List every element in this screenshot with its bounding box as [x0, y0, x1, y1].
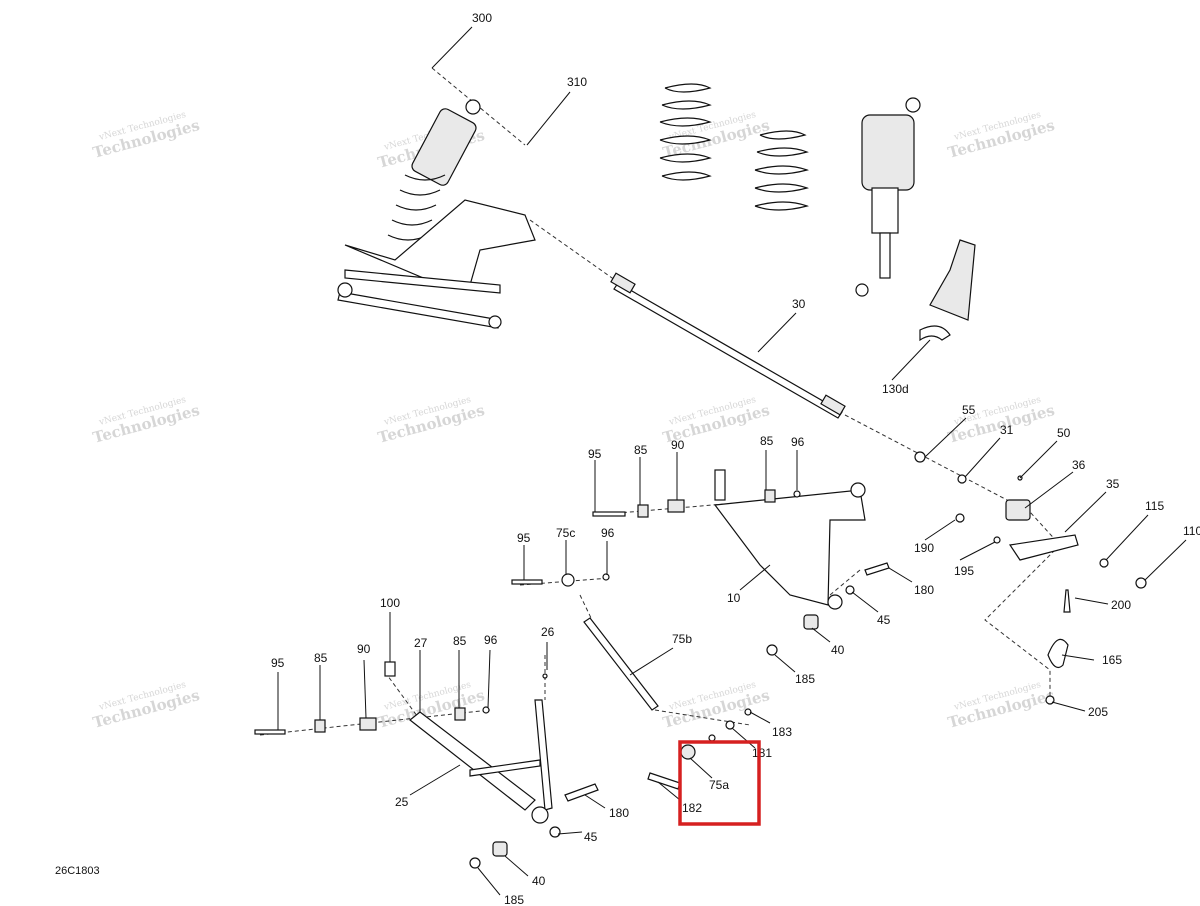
shock-absorber-right [855, 97, 921, 297]
springs [659, 83, 809, 211]
callout-40: 40 [532, 874, 546, 888]
watermark-group: vNext Technologies Technologies vNext Te… [91, 110, 1057, 732]
shock-assembly-left [387, 99, 481, 241]
callout-55: 55 [962, 403, 976, 417]
callout-182: 182 [682, 801, 702, 815]
watermark: vNext Technologies Technologies [661, 680, 772, 732]
callout-85: 85 [760, 434, 774, 448]
watermark: vNext Technologies Technologies [91, 395, 202, 447]
callout-180: 180 [914, 583, 934, 597]
callout-185: 185 [504, 893, 524, 906]
callout-50: 50 [1057, 426, 1071, 440]
callout-183: 183 [772, 725, 792, 739]
callout-75b: 75b [672, 632, 692, 646]
callout-96: 96 [601, 526, 615, 540]
callout-205: 205 [1088, 705, 1108, 719]
callout-130d: 130d [882, 382, 909, 396]
callout-300: 300 [472, 11, 492, 25]
callout-10: 10 [727, 591, 741, 605]
highlight-box-part-75a [678, 740, 761, 826]
callout-90: 90 [357, 642, 371, 656]
callout-195: 195 [954, 564, 974, 578]
drawing-code-label: 26C1803 [55, 865, 100, 877]
callout-25: 25 [395, 795, 409, 809]
callout-110: 110 [1183, 524, 1200, 538]
callout-35: 35 [1106, 477, 1120, 491]
callout-85: 85 [453, 634, 467, 648]
callout-96: 96 [791, 435, 805, 449]
callout-85: 85 [314, 651, 328, 665]
callout-90: 90 [671, 438, 685, 452]
callout-95: 95 [588, 447, 602, 461]
callout-85: 85 [634, 443, 648, 457]
shock-bracket [919, 239, 976, 342]
drive-shaft [610, 272, 846, 419]
callout-40: 40 [831, 643, 845, 657]
watermark: vNext Technologies Technologies [946, 680, 1057, 732]
callout-181: 181 [752, 746, 772, 760]
callout-180: 180 [609, 806, 629, 820]
callout-95: 95 [517, 531, 531, 545]
watermark: vNext Technologies Technologies [946, 395, 1057, 447]
callout-45: 45 [877, 613, 891, 627]
leader-lines [277, 26, 1187, 896]
callout-36: 36 [1072, 458, 1086, 472]
lower-a-arm [254, 661, 599, 869]
callout-labels: 300 310 30 130d 55 31 50 36 35 115 110 1… [271, 11, 1200, 906]
callout-45: 45 [584, 830, 598, 844]
callout-26: 26 [541, 625, 555, 639]
watermark: vNext Technologies Technologies [946, 110, 1057, 162]
callout-75c: 75c [556, 526, 575, 540]
small-hardware [914, 451, 1147, 705]
watermark: vNext Technologies Technologies [376, 395, 487, 447]
trailing-arm-left [337, 199, 536, 329]
callout-190: 190 [914, 541, 934, 555]
watermark: vNext Technologies Technologies [91, 110, 202, 162]
callout-100: 100 [380, 596, 400, 610]
callout-310: 310 [567, 75, 587, 89]
callout-185: 185 [795, 672, 815, 686]
callout-115: 115 [1145, 499, 1164, 513]
callout-95: 95 [271, 656, 285, 670]
upper-a-arm [592, 469, 890, 656]
callout-30: 30 [792, 297, 806, 311]
watermark: vNext Technologies Technologies [661, 110, 772, 162]
callout-165: 165 [1102, 653, 1122, 667]
callout-27: 27 [414, 636, 428, 650]
callout-200: 200 [1111, 598, 1131, 612]
callout-96: 96 [484, 633, 498, 647]
watermark: vNext Technologies Technologies [91, 680, 202, 732]
callout-31: 31 [1000, 423, 1014, 437]
callout-75a: 75a [709, 778, 729, 792]
link-rod [511, 573, 659, 711]
